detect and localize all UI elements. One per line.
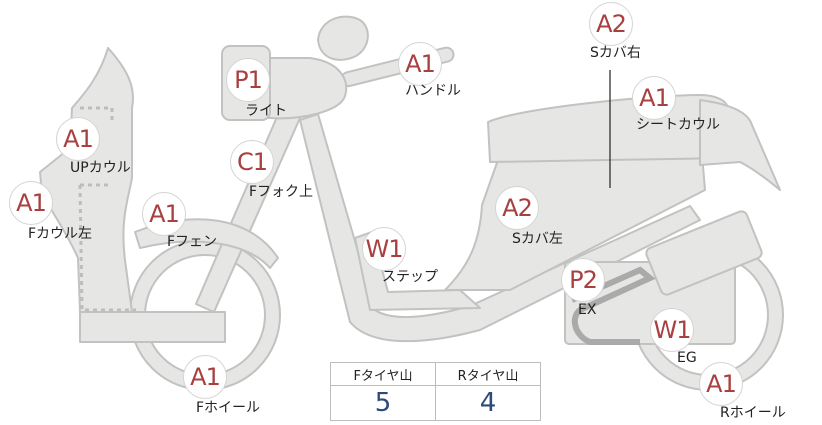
- marker-exhaust[interactable]: P2: [561, 258, 605, 302]
- marker-engine[interactable]: W1: [650, 308, 694, 352]
- upcowl-zone-line: [80, 106, 114, 122]
- marker-step[interactable]: W1: [362, 227, 406, 271]
- label-s-cover-left: Sカバ左: [512, 231, 563, 247]
- exhaust-pipe-shape: [570, 266, 656, 345]
- marker-f-cowl-left[interactable]: A1: [9, 181, 53, 225]
- label-r-wheel: Rホイール: [720, 405, 786, 421]
- seat-cowl-shape: [699, 99, 781, 191]
- marker-seat-cowl[interactable]: A1: [632, 76, 676, 120]
- label-f-fender: Fフェン: [167, 234, 218, 250]
- front-cowl-shape: [39, 47, 134, 313]
- marker-s-cover-right[interactable]: A2: [589, 2, 633, 46]
- fork-lower-shape: [79, 311, 226, 343]
- floor-frame-shape: [299, 113, 701, 343]
- fcowl-zone-line: [78, 184, 136, 312]
- marker-up-cowl[interactable]: A1: [56, 117, 100, 161]
- marker-f-fork[interactable]: C1: [230, 140, 274, 184]
- label-f-fork: Fフォク上: [249, 184, 314, 200]
- tire-table-header-row: Fタイヤ山 Rタイヤ山: [330, 362, 541, 386]
- label-step: ステップ: [382, 269, 438, 285]
- label-f-cowl-left: Fカウル左: [28, 226, 93, 242]
- label-handle: ハンドル: [405, 83, 461, 99]
- label-s-cover-right: Sカバ右: [590, 45, 641, 61]
- muffler-shape: [645, 210, 763, 296]
- marker-s-cover-left[interactable]: A2: [495, 186, 539, 230]
- front-tire-header: Fタイヤ山: [330, 362, 436, 386]
- marker-f-wheel[interactable]: A1: [183, 355, 227, 399]
- rear-tire-value: 4: [435, 385, 541, 421]
- label-up-cowl: UPカウル: [70, 160, 131, 176]
- tire-table-value-row: 5 4: [330, 385, 541, 421]
- marker-r-wheel[interactable]: A1: [699, 362, 743, 406]
- label-exhaust: EX: [578, 302, 597, 318]
- mirror-shape: [317, 15, 369, 61]
- rear-tire-header: Rタイヤ山: [435, 362, 541, 386]
- front-tire-value: 5: [330, 385, 436, 421]
- marker-f-fender[interactable]: A1: [142, 192, 186, 236]
- label-f-wheel: Fホイール: [196, 400, 261, 416]
- marker-handle[interactable]: A1: [398, 42, 442, 86]
- label-seat-cowl: シートカウル: [636, 117, 720, 133]
- tire-tread-table: Fタイヤ山 Rタイヤ山 5 4: [330, 362, 541, 421]
- marker-light[interactable]: P1: [226, 58, 270, 102]
- label-engine: EG: [677, 350, 697, 366]
- label-light: ライト: [245, 103, 287, 119]
